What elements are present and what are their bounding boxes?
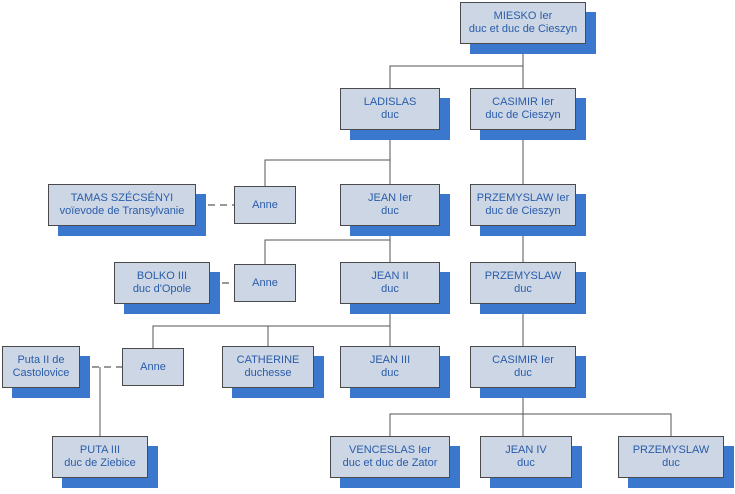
node-title: duc [514, 367, 532, 379]
node-name: PRZEMYSLAW [484, 270, 562, 282]
node-title: duc de Cieszyn [485, 205, 561, 217]
node-name: Anne [252, 198, 278, 211]
node-title: Castolovice [12, 367, 70, 379]
node-anne2[interactable]: Anne [234, 264, 296, 302]
node-name: CASIMIR Ier [492, 96, 554, 108]
node-name: TAMAS SZÉCSÉNYI [70, 192, 174, 204]
node-name: PRZEMYSLAW Ier [476, 192, 570, 204]
node-name: BOLKO III [136, 270, 188, 282]
node-name: JEAN III [369, 354, 411, 366]
node-name: JEAN II [371, 270, 409, 282]
node-name: CASIMIR Ier [492, 354, 554, 366]
node-title: duc [514, 283, 532, 295]
node-title: duchesse [244, 367, 292, 379]
node-title: duc d'Opole [132, 283, 192, 295]
node-title: duc [381, 109, 399, 121]
node-name: PUTA III [79, 444, 121, 456]
node-anne1[interactable]: Anne [234, 186, 296, 224]
node-title: duc et duc de Zator [342, 457, 438, 469]
node-name: LADISLAS [363, 96, 417, 108]
node-name: JEAN IV [505, 444, 547, 456]
node-title: duc [381, 205, 399, 217]
node-title: duc et duc de Cieszyn [468, 23, 578, 35]
node-title: duc [517, 457, 535, 469]
node-name: MIESKO Ier [493, 10, 553, 22]
node-name: PRZEMYSLAW [632, 444, 710, 456]
node-title: duc [381, 367, 399, 379]
node-name: Puta II de [17, 354, 65, 366]
node-title: voïevode de Transylvanie [59, 205, 185, 217]
node-name: Anne [140, 360, 166, 373]
node-title: duc de Ziebice [64, 457, 136, 469]
node-name: VENCESLAS Ier [349, 444, 431, 456]
node-anne3[interactable]: Anne [122, 348, 184, 386]
node-title: duc [662, 457, 680, 469]
node-name: JEAN Ier [367, 192, 412, 204]
node-name: Anne [252, 276, 278, 289]
node-title: duc [381, 283, 399, 295]
node-name: CATHERINE [236, 354, 300, 366]
edge-casimir1b-przemyslaw3 [523, 413, 672, 436]
node-title: duc de Cieszyn [485, 109, 561, 121]
